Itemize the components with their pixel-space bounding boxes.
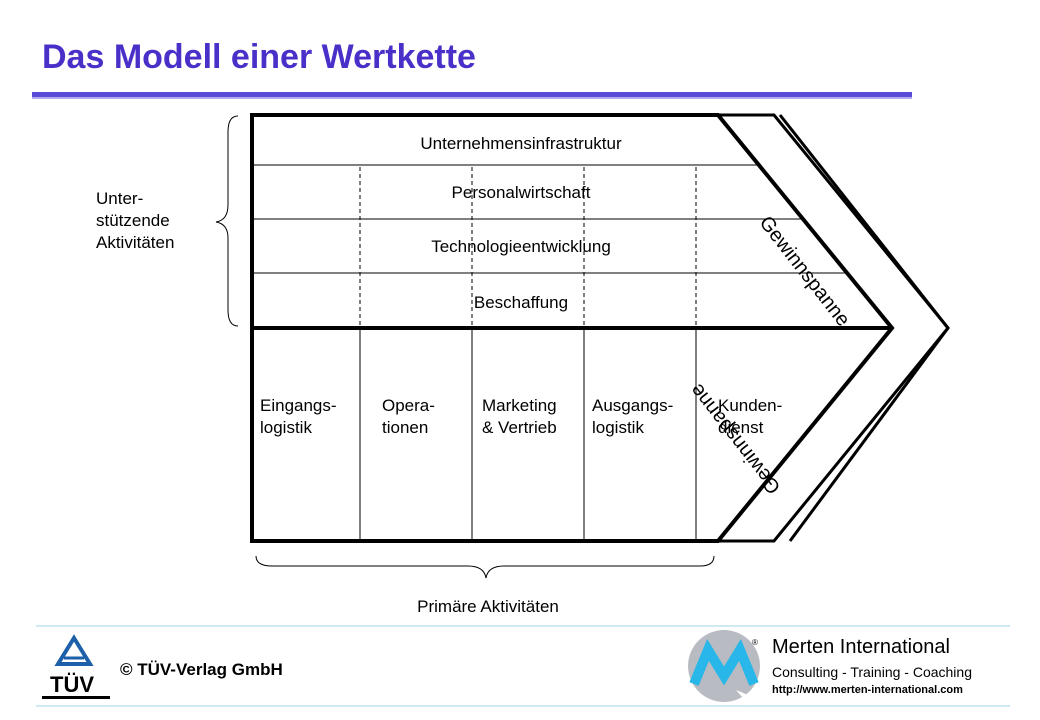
page-title: Das Modell einer Wertkette [42, 38, 476, 76]
company-name: Merten International [772, 636, 950, 658]
row-infrastructure: Unternehmensinfrastruktur [420, 134, 622, 153]
column-label-line: Marketing [482, 396, 557, 415]
column-operations: Opera- tionen [382, 395, 435, 439]
value-chain-outline [250, 113, 895, 543]
support-activities-label: Unter- stützende Aktivitäten [96, 188, 174, 254]
column-label-line: logistik [260, 418, 312, 437]
support-brace [215, 115, 239, 327]
column-inbound-logistics: Eingangs- logistik [260, 395, 337, 439]
column-customer-service: Kunden- dienst [718, 395, 782, 439]
column-label-line: Eingangs- [260, 396, 337, 415]
column-label-line: tionen [382, 418, 429, 437]
primary-activities-label: Primäre Aktivitäten [417, 597, 559, 616]
merten-logo-icon [688, 630, 760, 706]
row-technology: Technologieentwicklung [431, 237, 611, 256]
column-label-line: Opera- [382, 396, 435, 415]
copyright-text: © TÜV-Verlag GmbH [120, 660, 283, 679]
tuv-logo-icon [42, 634, 110, 699]
column-marketing-sales: Marketing & Vertrieb [482, 395, 557, 439]
column-label-line: dienst [718, 418, 764, 437]
row-hr: Personalwirtschaft [451, 183, 591, 202]
row-procurement: Beschaffung [473, 293, 569, 312]
support-label-line-3: Aktivitäten [96, 233, 175, 252]
column-label-line: & Vertrieb [482, 418, 557, 437]
tuv-logo-text: TÜV [50, 672, 94, 697]
column-label-line: Kunden- [718, 396, 783, 415]
column-label-line: logistik [592, 418, 644, 437]
support-label-line-1: Unter- [96, 189, 144, 208]
column-label-line: Ausgangs- [592, 396, 674, 415]
column-outbound-logistics: Ausgangs- logistik [592, 395, 673, 439]
margin-band-divider-top [778, 114, 950, 329]
margin-band-divider-bottom [788, 327, 950, 542]
support-label-line-2: stützende [96, 211, 170, 230]
company-tagline: Consulting - Training - Coaching [772, 664, 972, 680]
registered-mark: ® [752, 638, 758, 647]
title-underline [32, 92, 912, 99]
primary-brace [255, 555, 715, 579]
company-url[interactable]: http://www.merten-international.com [772, 684, 963, 696]
